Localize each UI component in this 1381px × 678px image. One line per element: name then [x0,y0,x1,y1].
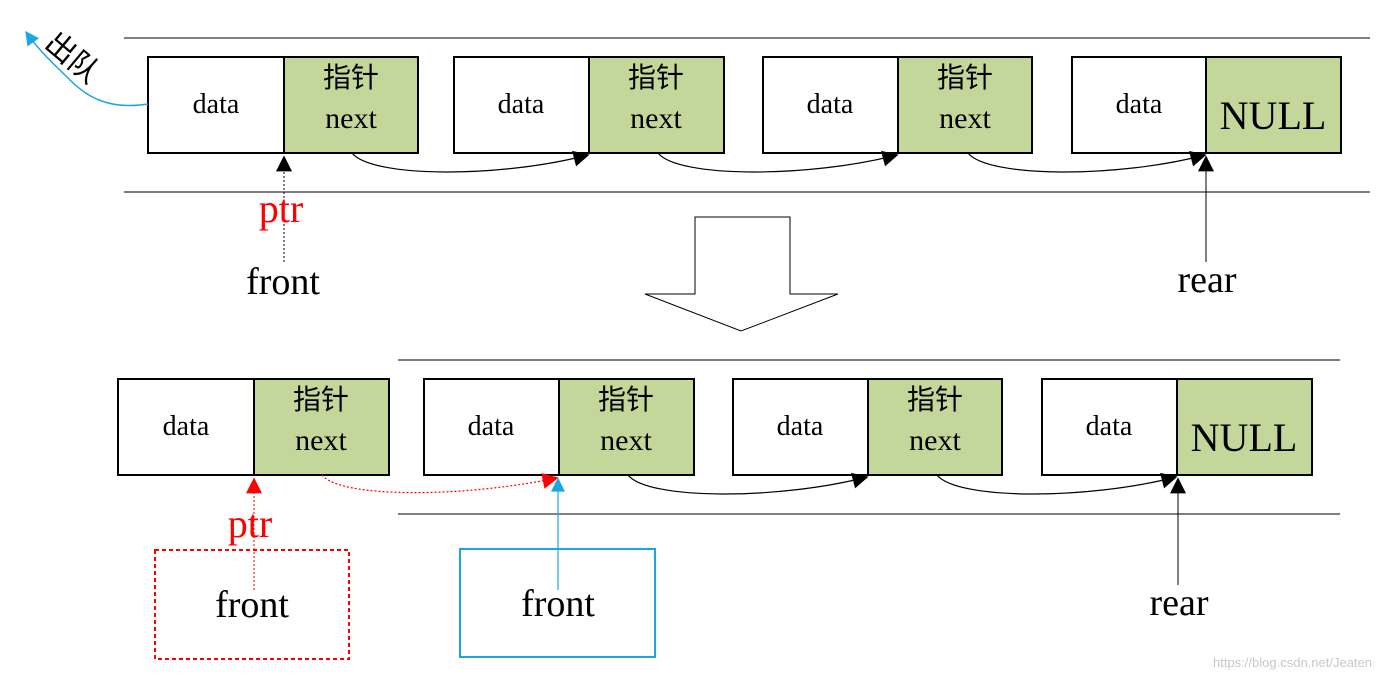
ptr-label: ptr [228,501,272,546]
after-section: data 指针 next data 指针 next data 指针 next d… [117,359,1340,660]
node-2: data 指针 next [453,56,725,154]
data-label: data [468,411,515,442]
front-label: front [246,261,320,303]
pointer-title: 指针 [323,61,379,94]
transition-arrow [644,216,839,332]
pointer-next: next [909,424,961,457]
data-cell [1071,56,1207,154]
pointer-next: next [325,102,377,135]
null-label: NULL [1220,93,1327,138]
pointer-title: 指针 [937,61,993,94]
dequeue-arrow [25,30,149,107]
pointer-title: 指针 [293,383,349,416]
pointer-cell [253,378,390,476]
rear-label: rear [1177,259,1236,301]
null-label: NULL [1191,415,1298,460]
node-1: data 指针 next [117,378,390,476]
data-label: data [1116,89,1163,120]
pointer-cell [588,56,725,154]
next-link-2 [657,150,899,173]
data-label: data [777,411,824,442]
pointer-next: next [295,424,347,457]
pointer-cell [1176,378,1313,476]
watermark: https://blog.csdn.net/Jeaten [1213,655,1372,670]
node-4: data NULL [1071,56,1342,154]
node-2: data 指针 next [423,378,695,476]
new-front-label: front [521,583,595,625]
data-label: data [193,89,240,120]
pointer-cell [558,378,695,476]
pointer-cell [1205,56,1342,154]
pointer-title: 指针 [907,383,963,416]
data-cell [147,56,285,154]
node-4: data NULL [1041,378,1313,476]
data-cell [732,378,869,476]
pointer-next: next [630,102,682,135]
pointer-cell [283,56,419,154]
rear-label: rear [1149,582,1208,624]
old-front-box [154,549,350,660]
pointer-cell [897,56,1033,154]
data-label: data [163,411,210,442]
next-link-1 [351,150,590,173]
pointer-next: next [600,424,652,457]
data-label: data [498,89,545,120]
next-link-2 [627,472,869,495]
node-3: data 指针 next [732,378,1003,476]
pointer-title: 指针 [628,61,684,94]
data-cell [117,378,255,476]
node-1: data 指针 next [147,56,419,154]
ptr-label: ptr [259,186,303,231]
old-front-label: front [215,584,289,626]
next-link-3 [936,472,1178,495]
data-cell [423,378,560,476]
pointer-next: next [939,102,991,135]
next-link-3 [967,150,1207,173]
data-cell [1041,378,1178,476]
pointer-title: 指针 [598,383,654,416]
node-3: data 指针 next [762,56,1033,154]
next-link-1-dotted [321,473,559,494]
data-label: data [1086,411,1133,442]
data-label: data [807,89,854,120]
pointer-cell [867,378,1003,476]
